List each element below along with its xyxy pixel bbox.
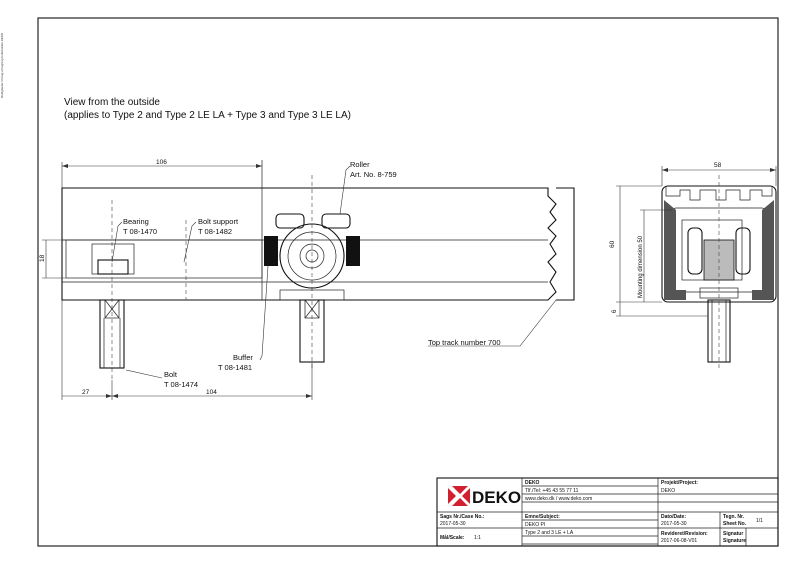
top-track-label: Top track number 700 [428,338,501,347]
left-bolt-head [104,299,120,319]
roller-cap-left [275,213,305,229]
profile-roller-left [687,227,703,275]
title-block: DEKO DEKO Tlf./Tel: +45 43 55 77 11 www.… [436,477,779,547]
tb-sheet-value: 1/1 [756,518,763,524]
view-title: View from the outside [64,97,160,108]
buffer-label: Buffer [233,353,253,362]
tb-scale-value: 1:1 [474,535,481,541]
dim-104: 104 [206,389,217,396]
roller-cap-right [321,213,351,229]
buffer-right [346,236,360,266]
tb-signature-label2: Signature [723,538,746,544]
roller-wheel [279,223,345,289]
tb-drawing-no-label: Tegn. Nr. [723,514,745,520]
roller-hub [299,243,325,269]
view-subtitle: (applies to Type 2 and Type 2 LE LA + Ty… [64,110,351,121]
tb-case-value: 2017-05-30 [440,521,466,527]
tb-phone: Tlf./Tel: +45 43 55 77 11 [525,488,579,494]
profile-bolt [707,299,731,363]
dim-mounting-50: Mounting dimension 50 [638,235,644,298]
tb-signature-label1: Signatur [723,531,743,537]
bolt-support-block [65,239,263,279]
bolt-support-label: Bolt support [198,217,239,226]
tb-scale-label: Mål/Scale: [440,534,465,541]
roller-art: Art. No. 8-759 [350,170,397,179]
logo-text: DEKO [472,488,521,507]
dim-18: 18 [39,254,46,262]
buffer-code: T 08-1481 [218,363,252,372]
bearing-insert [97,259,129,275]
profile-top-slots [665,186,773,201]
tb-project-label: Projekt/Project: [661,480,698,486]
profile-view [661,175,777,370]
tb-subject-value1: DEKO PI [525,522,545,528]
drawing-frame [37,17,779,547]
top-track-end [556,187,575,301]
tb-sheet-label: Sheet No. [723,521,747,527]
tb-web: www.deko.dk / www.deko.com [525,496,592,502]
profile-dimensions: 58 60 Mounting dimension 50 6 [609,162,777,317]
dim-106: 106 [156,159,167,166]
tb-revision-label: Revideret/Revision: [661,531,708,537]
dim-58: 58 [714,162,722,169]
buffer-left [264,236,278,266]
callouts: Roller Art. No. 8-759 Bearing T 08-1470 … [111,160,557,389]
tb-company: DEKO [525,480,540,486]
bearing-code: T 08-1470 [123,227,157,236]
roller-label: Roller [350,160,370,169]
tb-subject-value2: Type 2 and 3 LE + LA [525,530,574,536]
tb-project-value: DEKO [661,488,675,494]
profile-right-wall [752,200,774,300]
top-track-body [61,187,557,301]
tb-date-value: 2017-05-30 [661,521,687,527]
side-view [61,160,575,380]
deko-logo: DEKO [448,486,521,507]
dim-60: 60 [609,240,616,248]
dim-27: 27 [82,389,90,396]
profile-roller-right [735,227,751,275]
profile-left-wall [664,200,686,300]
tb-case-label: Sags Nr./Case No.: [440,514,485,520]
bearing-label: Bearing [123,217,149,226]
tb-subject-label: Emne/Subject: [525,514,560,520]
tb-date-label: Dato/Date: [661,514,686,520]
dim-6: 6 [612,309,618,313]
side-view-dimensions: 106 18 27 104 [39,159,313,400]
bolt-label: Bolt [164,370,178,379]
bolt-support-code: T 08-1482 [198,227,232,236]
tb-revision-value: 2017-06-08-V01 [661,538,697,544]
bolt-code: T 08-1474 [164,380,198,389]
